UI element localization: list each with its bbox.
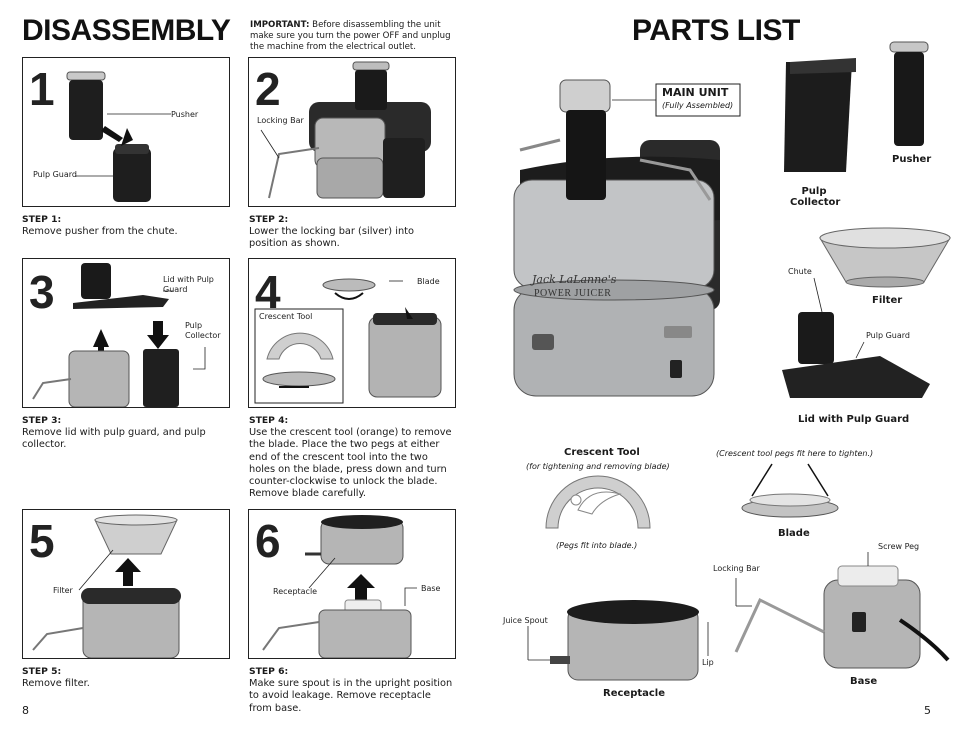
pusher-label: Pusher — [892, 154, 932, 165]
pulp-collector-label: Pulp Collector — [790, 186, 841, 208]
screw-peg-label: Screw Peg — [878, 542, 920, 551]
step-4-label-blade: Blade — [417, 277, 440, 286]
step-1-figure: 1 Pusher Pulp Guard — [22, 57, 230, 207]
step-1-number: 1 — [29, 63, 55, 115]
step-6-figure: 6 Receptacle Base — [248, 509, 456, 659]
step-2-figure: 2 Locking Bar — [248, 57, 456, 207]
base-illustration — [734, 552, 950, 669]
step-4-title: STEP 4: — [249, 415, 289, 426]
important-note: IMPORTANT: Before disassembling the unit… — [250, 20, 460, 53]
step-4-label-crescent-tool: Crescent Tool — [259, 312, 313, 321]
chute-label: Chute — [788, 267, 812, 276]
step-3-label-pulp-collector: Pulp Collector — [185, 321, 221, 340]
step-2-label-locking-bar: Locking Bar — [257, 116, 304, 125]
base-label: Base — [850, 676, 878, 687]
brand-script: Jack LaLanne's — [532, 273, 617, 286]
blade-illustration — [741, 463, 839, 518]
step-5-label-filter: Filter — [53, 586, 73, 595]
blade-label: Blade — [778, 528, 810, 539]
step-4-figure: 4 Blade Crescent Tool — [248, 258, 456, 408]
step-6-illustration — [262, 515, 417, 658]
lid-label: Lid with Pulp Guard — [798, 414, 910, 425]
step-5-title: STEP 5: — [22, 666, 62, 677]
juice-spout-label: Juice Spout — [503, 616, 548, 625]
step-3-illustration — [32, 263, 206, 407]
step-6-number: 6 — [255, 515, 281, 567]
page-number-left: 8 — [22, 704, 29, 717]
step-6-body: Make sure spout is in the upright positi… — [249, 678, 453, 714]
crescent-tool-sub: (for tightening and removing blade) — [526, 462, 670, 471]
step-3-number: 3 — [29, 266, 55, 318]
page-number-right: 5 — [924, 704, 931, 717]
step-5-number: 5 — [29, 515, 55, 567]
crescent-tool-label: Crescent Tool — [564, 447, 640, 458]
parts-list-title: PARTS LIST — [632, 14, 800, 47]
main-unit-label: MAIN UNIT — [662, 86, 729, 99]
disassembly-title: DISASSEMBLY — [22, 14, 231, 47]
filter-label: Filter — [872, 295, 903, 306]
step-2-title: STEP 2: — [249, 214, 289, 225]
pulp-collector-illustration — [784, 58, 856, 172]
locking-bar-label: Locking Bar — [713, 564, 760, 573]
step-5-figure: 5 Filter — [22, 509, 230, 659]
lip-label: Lip — [702, 658, 714, 667]
main-unit-illustration — [513, 79, 720, 397]
step-2-illustration — [260, 61, 431, 199]
step-1-illustration — [66, 71, 171, 202]
filter-illustration — [819, 227, 951, 288]
step-4-number: 4 — [255, 266, 281, 318]
brand-name: POWER JUICER — [534, 288, 612, 299]
blade-note: (Crescent tool pegs fit here to tighten.… — [716, 449, 874, 458]
receptacle-illustration — [527, 600, 709, 681]
step-3-figure: 3 Lid with Pulp Guard Pulp Collector — [22, 258, 230, 408]
pulp-guard-label: Pulp Guard — [866, 331, 910, 340]
step-6-label-receptacle: Receptacle — [273, 587, 318, 596]
step-1-title: STEP 1: — [22, 214, 62, 225]
step-4-body: Use the crescent tool (orange) to remove… — [249, 427, 452, 500]
important-text: Before disassembling the unit make sure … — [250, 20, 451, 52]
step-3-title: STEP 3: — [22, 415, 62, 426]
step-5-body: Remove filter. — [22, 678, 90, 689]
step-1-label-pulp-guard: Pulp Guard — [33, 170, 77, 179]
crescent-tool-illustration — [545, 475, 651, 529]
step-6-title: STEP 6: — [249, 666, 289, 677]
step-1-label-pusher: Pusher — [171, 110, 199, 119]
step-3-label-lid: Lid with Pulp Guard — [163, 275, 214, 294]
receptacle-label: Receptacle — [603, 688, 666, 699]
step-4-illustration — [254, 278, 442, 404]
step-6-label-base: Base — [421, 584, 441, 593]
step-3-body: Remove lid with pulp guard, and pulp col… — [22, 427, 206, 451]
lid-illustration — [782, 277, 930, 398]
step-5-illustration — [32, 514, 181, 658]
pusher-illustration — [889, 41, 929, 146]
step-2-body: Lower the locking bar (silver) into posi… — [249, 226, 414, 250]
main-unit-sub: (Fully Assembled) — [662, 101, 734, 110]
step-1-body: Remove pusher from the chute. — [22, 226, 178, 237]
step-2-number: 2 — [255, 63, 281, 115]
important-label: IMPORTANT: — [250, 20, 310, 30]
pegs-note: (Pegs fit into blade.) — [556, 541, 638, 550]
